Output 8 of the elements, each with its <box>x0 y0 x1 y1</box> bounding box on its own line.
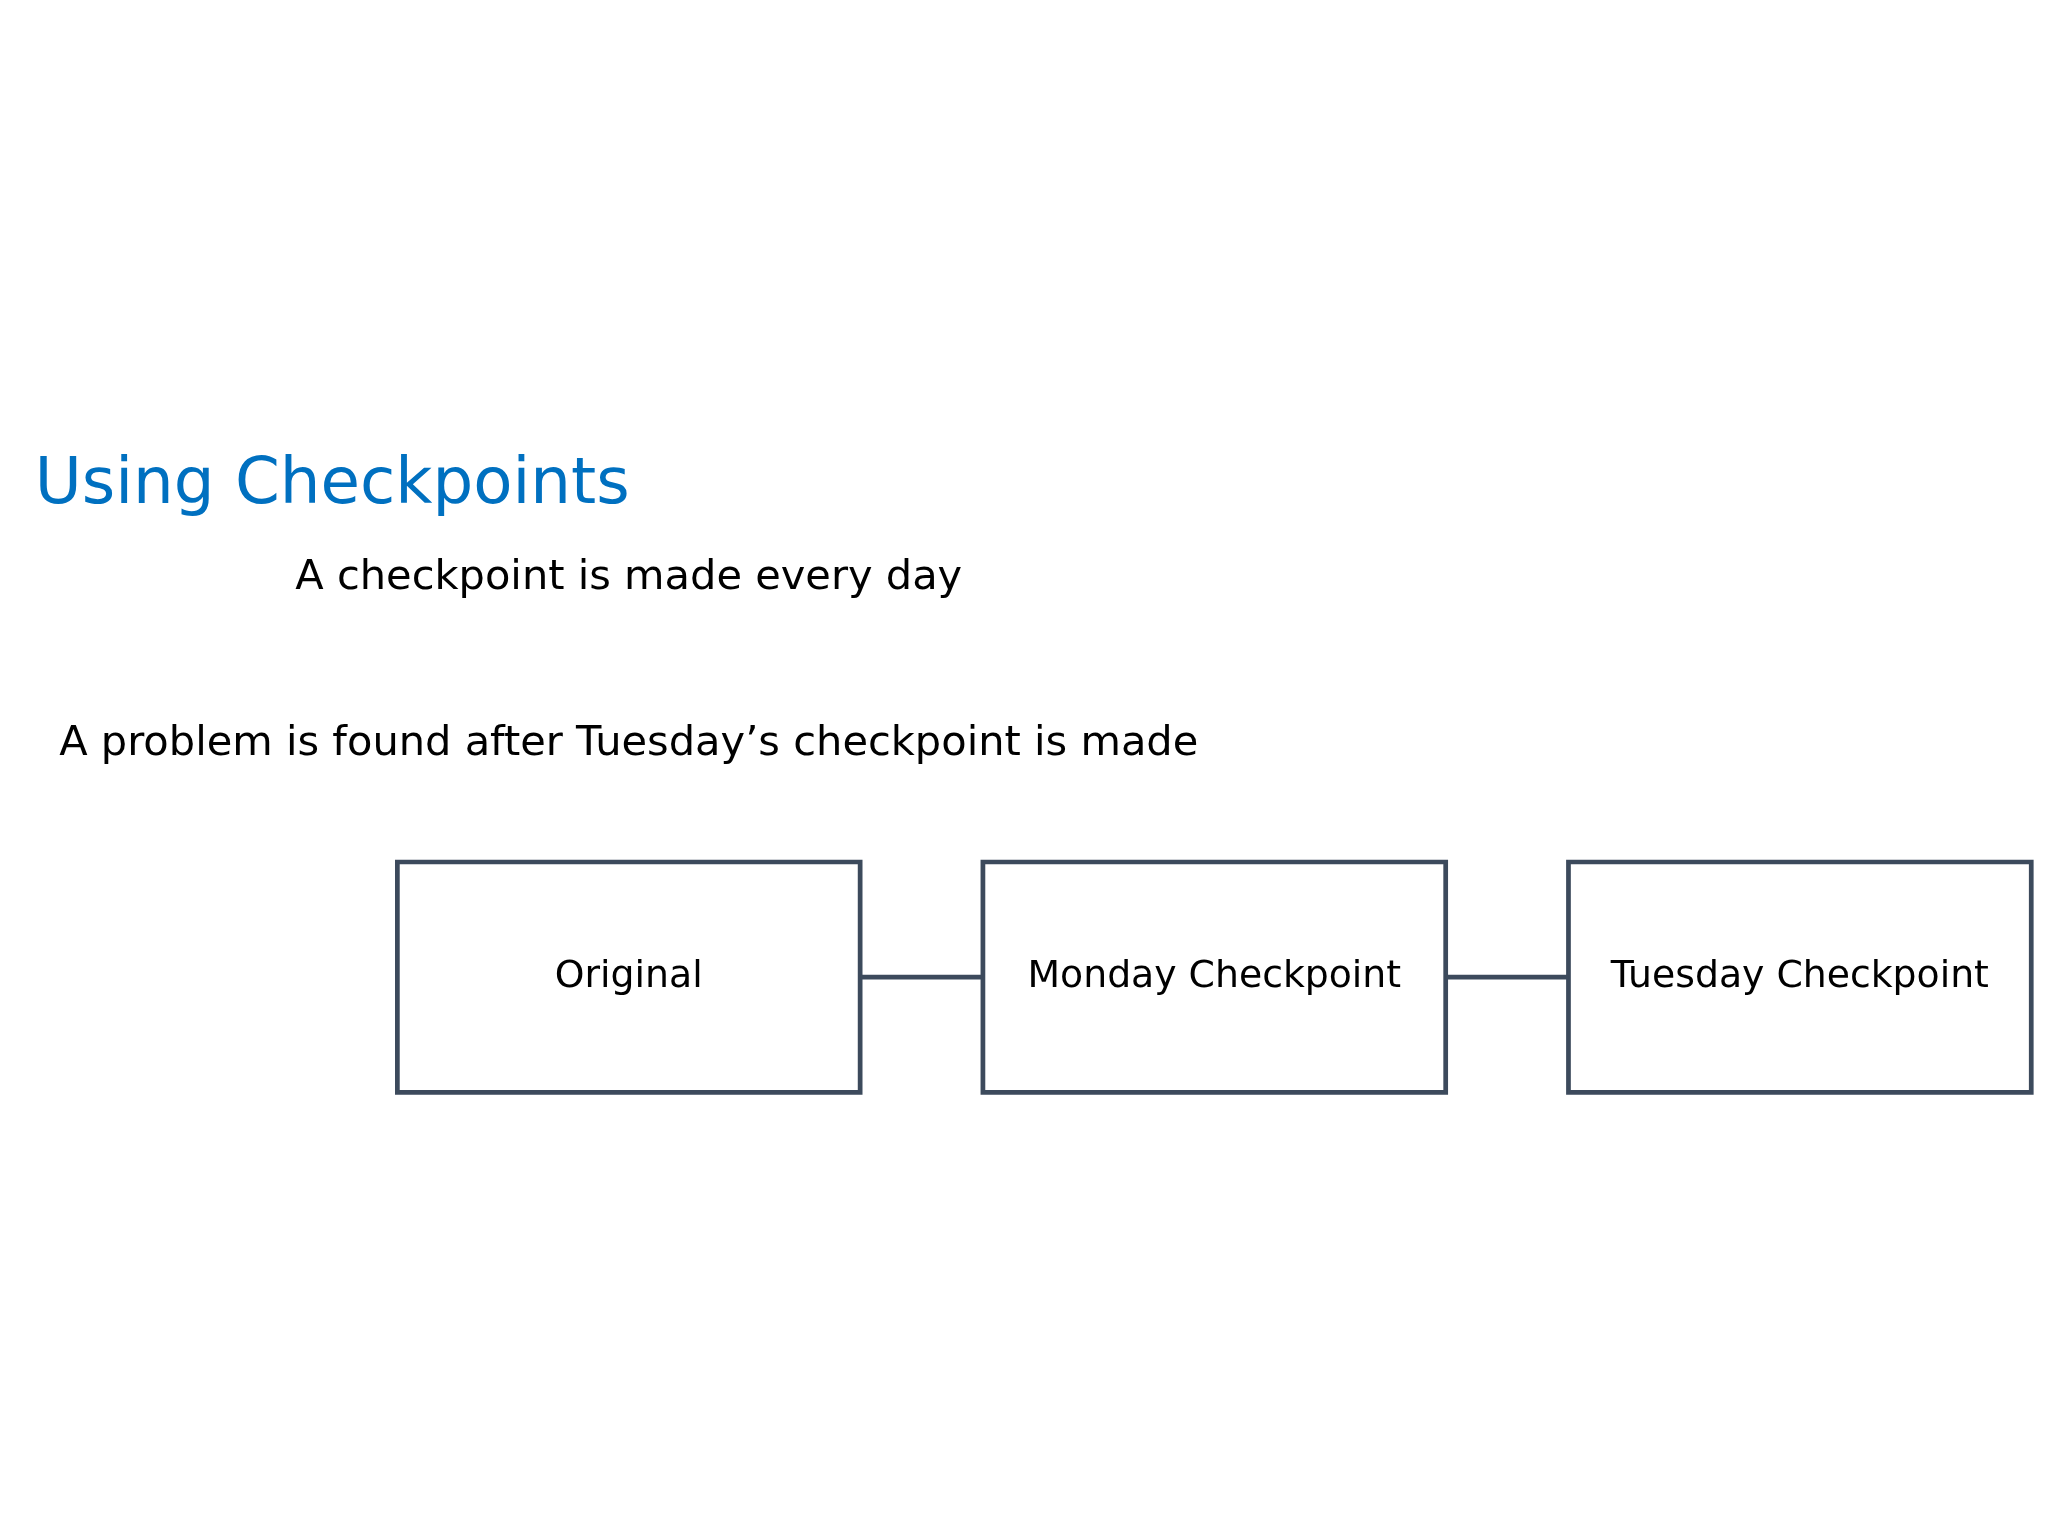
node-box: Original <box>395 859 863 1095</box>
diagram-title: Using Checkpoints <box>34 442 630 518</box>
node-box: Tuesday Checkpoint <box>1566 859 2034 1095</box>
connector <box>860 974 983 980</box>
connector <box>1445 974 1569 980</box>
node-box: Monday Checkpoint <box>980 859 1449 1095</box>
label: A checkpoint is made every day <box>295 549 963 599</box>
label: A problem is found after Tuesday’s checkpoint is made <box>59 715 1199 765</box>
